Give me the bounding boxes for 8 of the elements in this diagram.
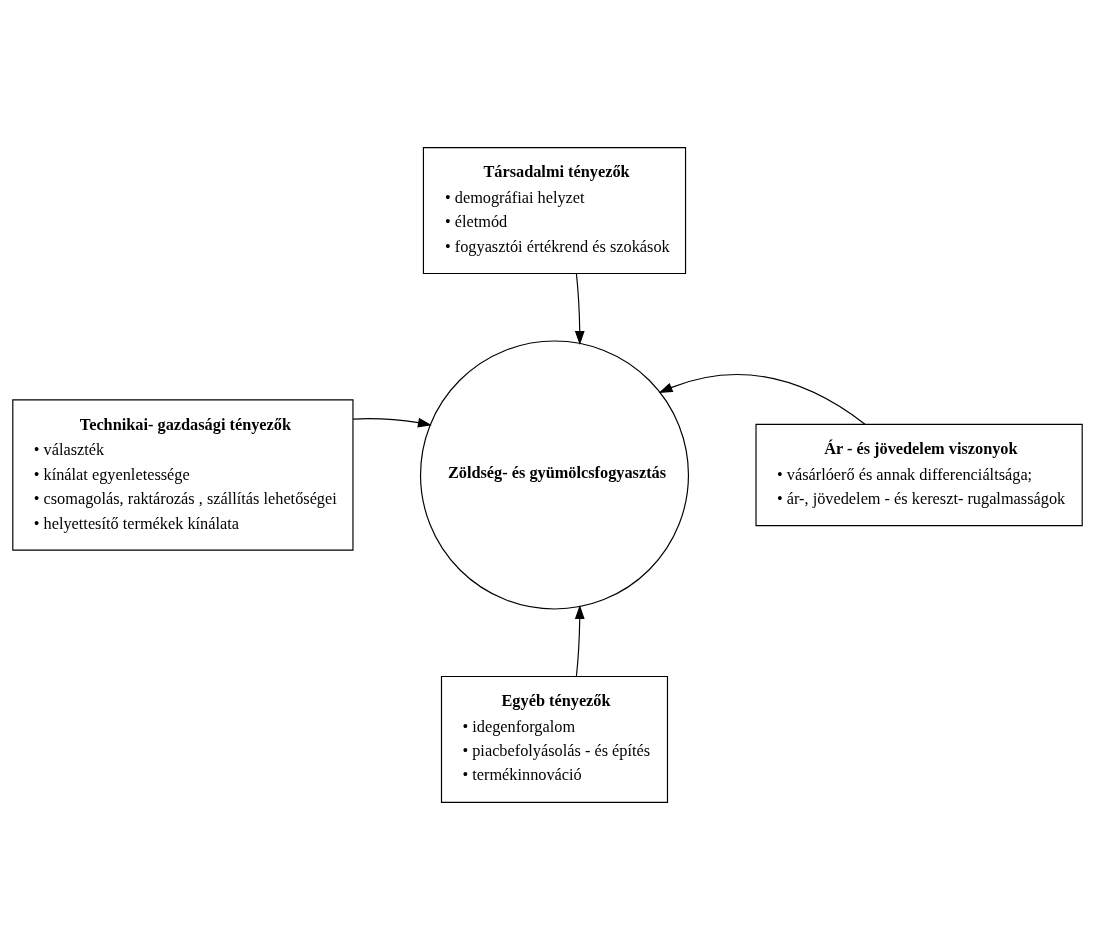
node-box: Társadalmi tényezők • demográfiai helyzet • életmód • fogyasztói értékrend és szokások [422,146,687,274]
node-box: Ár - és jövedelem viszonyok • vásárlóerő és annak differenciáltsága; • ár-, jövedelem - és kereszt- rugalmasságok [755,423,1083,526]
arrow [574,272,585,345]
arrow [574,604,585,677]
arrow [352,417,432,427]
arrow [658,373,866,425]
node-box: Technikai- gazdasági tényezők • választék • kínálat egyenletessége • csomagolás, raktározás , szállítás lehetőségei • helyettesítő termékek kínálata [12,398,354,551]
node-box: Egyéb tényezők • idegenforgalom • piacbefolyásolás - és építés • termékinnováció [440,675,669,803]
